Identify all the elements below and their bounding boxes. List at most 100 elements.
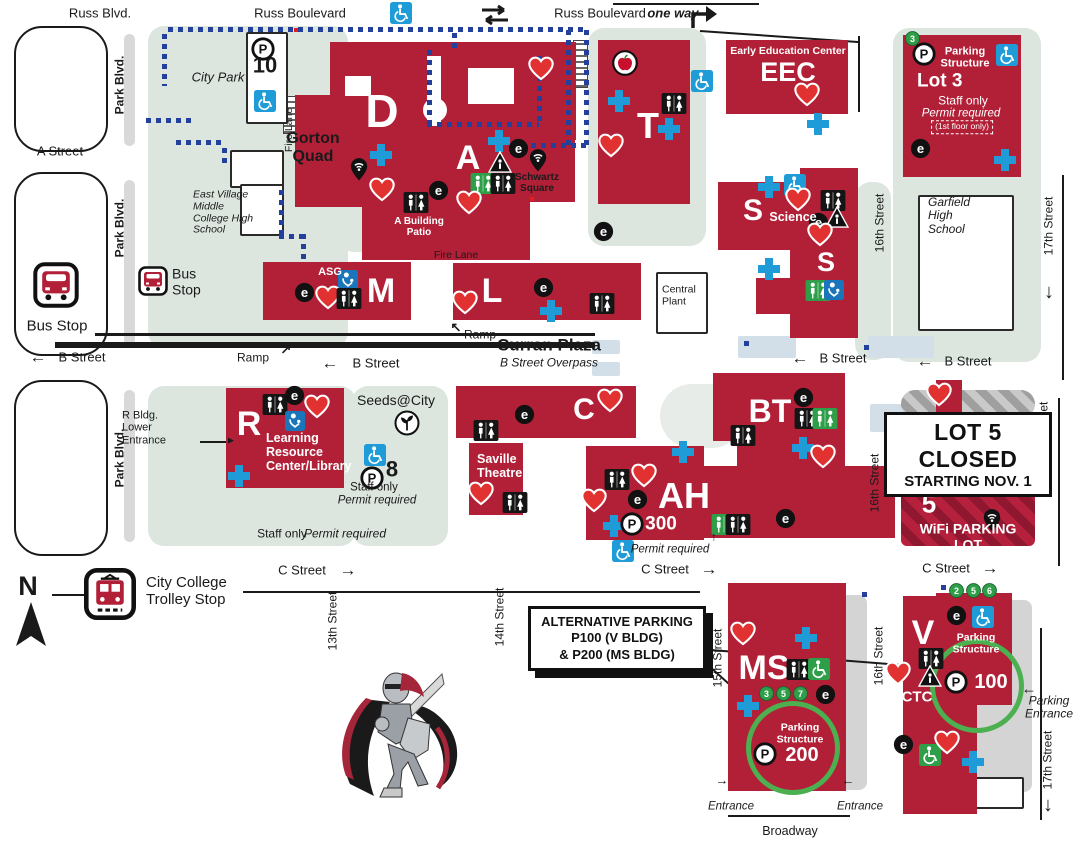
plaza-tile xyxy=(868,336,934,358)
aed-heart-icon xyxy=(729,620,757,646)
campus-area xyxy=(855,182,891,360)
svg-text:e: e xyxy=(953,608,960,623)
trolley-stop-legend-label: City College Trolley Stop xyxy=(146,574,227,608)
svg-text:e: e xyxy=(634,492,641,507)
accessible-path xyxy=(584,30,589,148)
accessible-path xyxy=(279,190,284,236)
accessible-path xyxy=(146,118,196,123)
north-arrow-icon xyxy=(12,600,50,650)
building-label-AH: AH xyxy=(658,474,710,516)
map-label: Permit required xyxy=(630,543,710,556)
map-label: 100 xyxy=(974,670,1008,693)
building-label-EEC: EEC xyxy=(760,56,816,87)
aed-heart-icon xyxy=(455,189,483,215)
wifi-hotspot-icon xyxy=(528,148,548,173)
restroom-icon xyxy=(918,648,944,669)
map-label: Parking Structure xyxy=(940,45,990,70)
svg-text:P: P xyxy=(368,471,377,486)
lactation-room-icon xyxy=(824,280,844,300)
map-label: A Building Patio xyxy=(394,215,444,238)
elevator-icon: e xyxy=(893,734,914,755)
elevator-icon: e xyxy=(815,684,836,705)
lot5-closed-line1: LOT 5 CLOSED xyxy=(918,419,1018,472)
compass-north-label: N xyxy=(18,570,38,601)
map-label: 14th Street xyxy=(492,587,507,647)
aed-heart-icon xyxy=(368,176,396,202)
lot5-closed-line2: STARTING NOV. 1 xyxy=(904,473,1032,490)
accessible-parking-icon xyxy=(254,90,276,112)
map-label: 200 xyxy=(785,743,819,766)
building-label-C: C xyxy=(573,393,595,427)
map-label: R Bldg. Lower Entrance xyxy=(122,409,167,447)
accessible-path-dot xyxy=(744,341,749,346)
first-aid-cross-icon xyxy=(671,440,695,464)
svg-text:e: e xyxy=(435,183,442,198)
map-label: WiFi PARKING LOT xyxy=(919,520,1017,552)
accessible-path-dot xyxy=(941,585,946,590)
svg-text:P: P xyxy=(628,517,637,532)
map-label: Broadway xyxy=(762,824,818,838)
map-marker-dot xyxy=(294,28,298,32)
map-label: East Village Middle College High School xyxy=(193,188,254,236)
accessible-path-dot xyxy=(862,592,867,597)
accessible-path xyxy=(531,143,587,148)
parking-icon: P xyxy=(620,512,644,536)
map-line xyxy=(613,3,759,5)
first-aid-cross-icon xyxy=(539,299,563,323)
first-aid-cross-icon xyxy=(961,750,985,774)
svg-text:e: e xyxy=(291,388,298,403)
map-line xyxy=(95,333,595,336)
svg-text:5: 5 xyxy=(971,586,976,596)
map-line xyxy=(52,594,84,596)
map-line xyxy=(200,441,230,443)
elevator-icon: e xyxy=(428,180,449,201)
map-label: Fire Lane xyxy=(433,249,479,262)
map-label: ← xyxy=(1021,680,1037,698)
map-label: ASG xyxy=(318,265,342,278)
city-block xyxy=(14,380,108,556)
elevator-icon: e xyxy=(910,138,931,159)
map-label: ↖ xyxy=(450,319,462,335)
accessible-path xyxy=(537,56,542,124)
elevator-icon: e xyxy=(593,221,614,242)
elevator-icon: e xyxy=(793,387,814,408)
bus-stop-icon xyxy=(33,262,79,308)
restroom-icon xyxy=(262,394,288,415)
building-label-V: V xyxy=(911,613,935,652)
aed-heart-icon xyxy=(925,381,953,407)
svg-text:e: e xyxy=(822,687,829,702)
wifi-hotspot-icon xyxy=(982,508,1002,533)
map-label: Russ Boulevard xyxy=(554,5,646,21)
lactation-room-icon xyxy=(338,270,358,290)
accessible-parking-icon xyxy=(390,2,412,24)
svg-text:7: 7 xyxy=(798,689,803,699)
evacuation-assembly-icon xyxy=(487,150,513,173)
map-label: Early Education Center xyxy=(730,45,846,58)
elevator-icon: e xyxy=(508,138,529,159)
map-label: ← xyxy=(321,353,339,373)
aed-heart-icon xyxy=(809,443,837,469)
parking-icon: P xyxy=(944,670,968,694)
map-label: B Street xyxy=(819,350,867,366)
svg-text:e: e xyxy=(815,215,822,230)
map-label: Permit required xyxy=(303,526,387,541)
outline-building xyxy=(656,272,708,334)
map-label: Entrance xyxy=(707,800,755,813)
parking-icon: P xyxy=(912,42,936,66)
first-aid-cross-icon xyxy=(369,143,393,167)
map-label: → xyxy=(339,560,357,580)
map-label: → xyxy=(700,559,718,579)
bus-route-badge: 2 xyxy=(949,583,964,598)
map-label: ► xyxy=(226,435,236,447)
map-line xyxy=(728,815,850,817)
svg-text:e: e xyxy=(521,407,528,422)
accessible-path xyxy=(427,50,432,124)
aed-heart-icon xyxy=(806,221,834,247)
map-label: → xyxy=(981,558,999,578)
map-label: C Street xyxy=(641,561,689,577)
map-line xyxy=(1058,398,1060,566)
restroom-icon xyxy=(730,425,756,446)
map-line xyxy=(55,342,595,348)
map-label: Fire Lane xyxy=(283,107,296,153)
accessible-parking-icon xyxy=(996,44,1018,66)
